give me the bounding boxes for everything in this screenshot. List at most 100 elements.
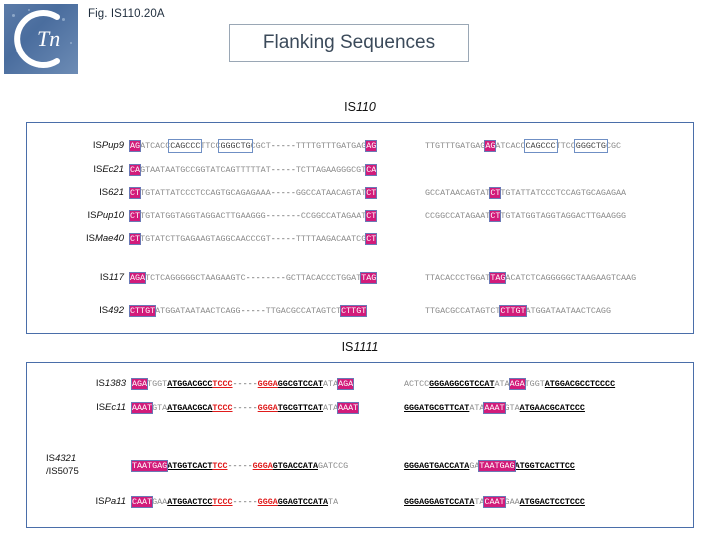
seq-segment: CT: [128, 233, 142, 245]
logo-c-arc-icon: [14, 10, 60, 68]
seq-segment: TAG: [360, 272, 378, 284]
seq-segment: ATGGTCACTTCC: [514, 461, 575, 471]
seq-segment: TGGT: [524, 379, 545, 389]
seq-segment: ATGGTCACT: [167, 461, 213, 471]
seq-segment: CT: [489, 210, 502, 222]
sequence-row: ISPa11 CAATGAAATGGACTCCTCCC-----GGGAGGAGT…: [0, 494, 720, 510]
row-label: IS1383: [95, 378, 126, 389]
sequence-row: ISPup9 AGATCACCCAGCCCTTCCGGGCTGCGCT-----T…: [0, 138, 720, 154]
seq-segment: -------: [265, 211, 301, 221]
caption-italic: 110: [355, 100, 376, 114]
seq-segment: AG: [128, 140, 142, 152]
seq-segment: TGTATCTTGAGAAGTAGGCAACCCGT: [140, 234, 271, 244]
sequence-left: AGATGGTATGGACGCCTCCC-----GGGAGGCGTCCATAT…: [130, 376, 355, 392]
seq-segment: GGGAGGCGTCCAT: [429, 379, 495, 389]
sequence-right: TTACACCCTGGATTAGACATCTCAGGGGGCTAAGAAGTCA…: [425, 270, 636, 286]
seq-segment: TCCC: [212, 497, 233, 507]
seq-segment: TCCC: [212, 403, 233, 413]
sequence-left: CTTGTATCTTGAGAAGTAGGCAACCCGT-----TTTTAAG…: [128, 231, 378, 247]
seq-segment: CT: [365, 187, 378, 199]
seq-segment: ATA: [469, 403, 485, 413]
slide-title-box: Flanking Sequences: [229, 24, 469, 62]
seq-segment: GCCATAACAGTAT: [425, 188, 491, 198]
sequence-right: GGGATGCGTTCATATAAAATGTAATGAACGCATCCC: [404, 400, 585, 416]
seq-segment: ATCACC: [140, 141, 171, 151]
seq-segment: CAGCCC: [168, 139, 203, 153]
seq-segment: ACTCC: [404, 379, 430, 389]
seq-segment: AG: [484, 140, 497, 152]
seq-segment: AG: [365, 140, 378, 152]
seq-segment: ATGGACTCCTCCC: [519, 497, 585, 507]
seq-segment: AGA: [508, 378, 526, 390]
seq-segment: ATGGACGCCTCCCC: [544, 379, 616, 389]
seq-segment: ATGGACGCC: [167, 379, 213, 389]
seq-segment: CT: [128, 187, 142, 199]
panel-is110: [26, 122, 694, 334]
seq-segment: ATA: [494, 379, 510, 389]
seq-segment: TCCC: [212, 379, 233, 389]
seq-segment: TGTATTATCCCTCCAGTGCAGAGAA: [500, 188, 627, 198]
seq-segment: -----: [240, 306, 266, 316]
sequence-left: CAATGAAATGGACTCCTCCC-----GGGAGGAGTCCATAT…: [130, 494, 339, 510]
sequence-row: ISMae40 CTTGTATCTTGAGAAGTAGGCAACCCGT-----…: [0, 231, 720, 247]
sequence-row: ISEc11 AAATGTAATGAACGCATCCC-----GGGATGCGT…: [0, 400, 720, 416]
row-label: ISEc21: [93, 164, 124, 175]
seq-segment: TA: [474, 497, 485, 507]
sequence-right: TTGACGCCATAGTCTCTTGTATGGATAATAACTCAGG: [425, 303, 611, 319]
sequence-right: GCCATAACAGTATCTTGTATTATCCCTCCAGTGCAGAGAA: [425, 185, 626, 201]
seq-segment: TAATGAG: [130, 460, 169, 472]
row-label: ISPup9: [92, 140, 124, 151]
seq-segment: CT: [489, 187, 502, 199]
row-label: ISEc11: [96, 402, 126, 413]
seq-segment: TA: [328, 497, 339, 507]
seq-segment: GGCCATAACAGTAT: [295, 188, 367, 198]
seq-segment: AAAT: [130, 402, 154, 414]
sequence-right: TTGTTTGATGAGAGATCACCCAGCCCTTCCGGGCTGCGC: [425, 138, 621, 154]
seq-segment: --------: [245, 273, 286, 283]
sequence-left: CTTGTATGGATAATAACTCAGG-----TTGACGCCATAGT…: [128, 303, 368, 319]
seq-segment: GGGCTG: [573, 139, 608, 153]
seq-segment: ATGGATAATAACTCAGG: [525, 306, 611, 316]
seq-segment: GAA: [504, 497, 520, 507]
seq-segment: TCTTAGAAGGGCGT: [295, 165, 367, 175]
seq-segment: ATGGACTCC: [167, 497, 213, 507]
seq-segment: TGTATTATCCCTCCAGTGCAGAGAAA: [140, 188, 271, 198]
seq-segment: CA: [128, 164, 142, 176]
seq-segment: AGA: [130, 378, 149, 390]
sequence-right: GGGAGGAGTCCATATACAATGAAATGGACTCCTCCC: [404, 494, 585, 510]
seq-segment: -----: [227, 461, 253, 471]
row-label: ISPup10: [87, 210, 124, 221]
seq-segment: AAAT: [483, 402, 506, 414]
seq-segment: GA: [469, 461, 480, 471]
sequence-left: AAATGTAATGAACGCATCCC-----GGGATGCGTTCATAT…: [130, 400, 360, 416]
seq-segment: -----: [232, 379, 258, 389]
seq-segment: GTA: [504, 403, 520, 413]
seq-segment: -----: [270, 188, 296, 198]
sequence-left: AGATCACCCAGCCCTTCCGGGCTGCGCT-----TTTTGTT…: [128, 138, 378, 154]
sequence-left: CTTGTATGGTAGGTAGGACTTGAAGGG-------CCGGCC…: [128, 208, 378, 224]
figure-label: Fig. IS110.20A: [88, 8, 165, 20]
logo-text: Tn: [37, 26, 61, 51]
row-label: ISPa11: [95, 496, 126, 507]
seq-segment: -----: [270, 165, 296, 175]
section-caption-is1111: IS1111: [280, 340, 440, 354]
seq-segment: TTCC: [555, 141, 576, 151]
seq-segment: CTTGT: [499, 305, 527, 317]
seq-segment: GGGCTG: [218, 139, 253, 153]
seq-segment: -----: [270, 141, 296, 151]
sequence-left: AGATCTCAGGGGGCTAAGAAGTC--------GCTTACACC…: [128, 270, 378, 286]
sequence-left: CAGTAATAATGCCGGTATCAGTTTTTAT-----TCTTAGA…: [128, 162, 378, 178]
seq-segment: ATGAACGCATCCC: [519, 403, 585, 413]
seq-segment: -----: [232, 497, 258, 507]
seq-segment: GTAATAATGCCGGTATCAGTTTTTAT: [140, 165, 271, 175]
row-label: ISMae40: [85, 233, 124, 244]
sequence-left: CTTGTATTATCCCTCCAGTGCAGAGAAA-----GGCCATA…: [128, 185, 378, 201]
seq-segment: GGAGTCCATA: [277, 497, 329, 507]
seq-segment: CA: [365, 164, 378, 176]
seq-segment: TGCGTTCAT: [277, 403, 324, 413]
seq-segment: GGGATGCGTTCAT: [404, 403, 470, 413]
seq-segment: ATGGATAATAACTCAGG: [155, 306, 241, 316]
